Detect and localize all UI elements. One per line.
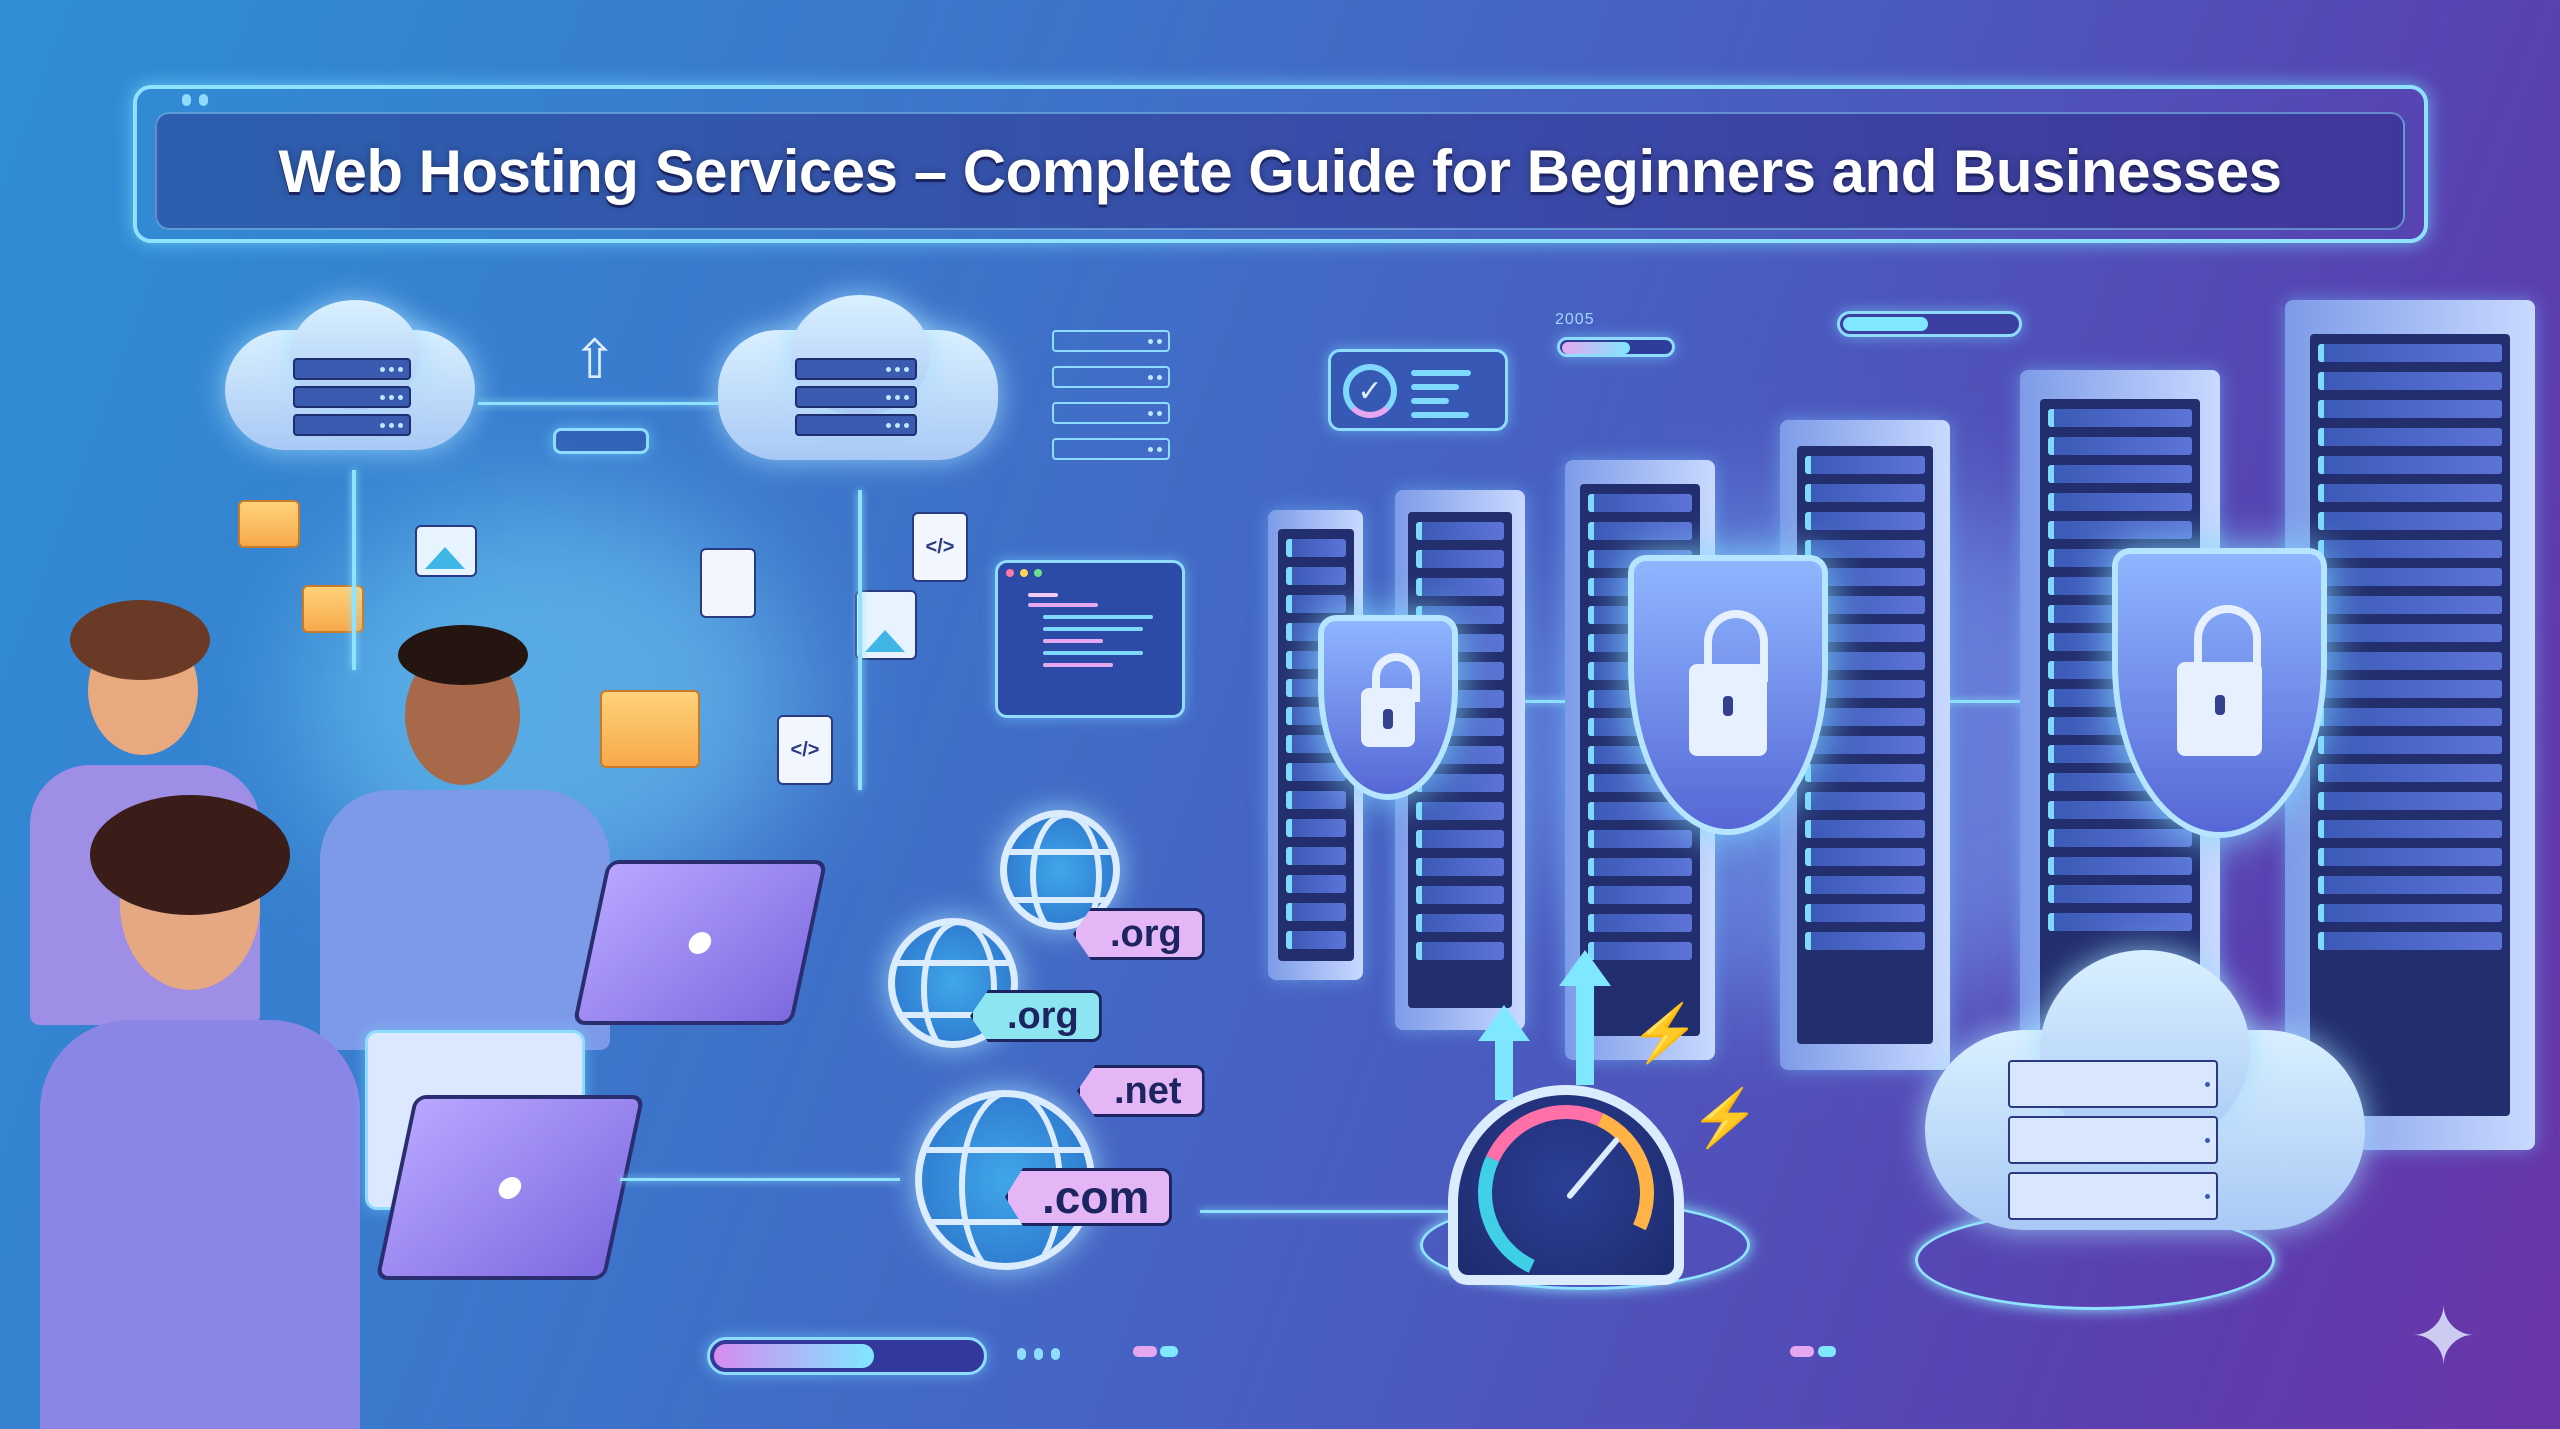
globe-icon <box>1000 810 1120 930</box>
network-line <box>1200 1210 1450 1213</box>
domain-tag-net: .net <box>1077 1065 1205 1117</box>
shield-lock-icon <box>1318 615 1458 800</box>
image-file-icon <box>855 590 917 660</box>
shield-lock-icon <box>2112 548 2327 838</box>
progress-bar <box>1837 311 2022 337</box>
upload-icon: ⇧ <box>572 330 618 390</box>
server-rack <box>2285 300 2535 1150</box>
image-file-icon <box>415 525 477 577</box>
more-dots <box>1017 1348 1060 1360</box>
server-stack-icon <box>795 358 917 436</box>
status-indicator <box>1790 1346 1814 1357</box>
progress-bar <box>1557 337 1675 357</box>
status-check-card: ✓ <box>1328 349 1508 431</box>
page-title: Web Hosting Services – Complete Guide fo… <box>278 137 2282 205</box>
up-arrow-icon <box>1495 1040 1513 1100</box>
network-line <box>620 1178 900 1181</box>
checkmark-icon: ✓ <box>1343 364 1397 418</box>
status-indicator <box>1133 1346 1157 1357</box>
speedometer-gauge <box>1448 1085 1684 1285</box>
status-indicator <box>1818 1346 1836 1357</box>
status-pill <box>553 428 649 454</box>
lock-icon <box>2176 605 2263 757</box>
laptop-icon <box>572 860 828 1025</box>
domain-tag-com: .com <box>1005 1168 1173 1226</box>
document-icon <box>700 548 756 618</box>
progress-bar <box>707 1337 987 1375</box>
server-rack <box>1780 420 1950 1070</box>
domain-tag-org: .org <box>970 990 1102 1042</box>
window-controls <box>1006 569 1042 577</box>
banner-dots-left <box>182 94 208 106</box>
server-stack-icon <box>293 358 411 436</box>
code-file-icon: </> <box>777 715 833 785</box>
lightning-bolt-icon: ⚡ <box>1630 1001 1700 1064</box>
folder-icon <box>238 500 300 548</box>
upload-arrow-stream <box>352 470 356 670</box>
up-arrow-icon <box>1576 985 1594 1085</box>
lock-icon <box>1361 653 1420 748</box>
upload-arrow-stream <box>858 490 862 790</box>
server-list-icon <box>1052 330 1170 460</box>
lock-icon <box>1688 609 1768 756</box>
laptop-icon <box>375 1095 645 1280</box>
code-editor-window <box>995 560 1185 718</box>
sparkle-icon: ✦ <box>2410 1292 2478 1381</box>
up-arrow-icon <box>1559 950 1611 986</box>
code-file-icon: </> <box>912 512 968 582</box>
lightning-bolt-icon: ⚡ <box>1690 1086 1760 1149</box>
status-indicator <box>1160 1346 1178 1357</box>
connector-line <box>478 402 718 405</box>
folder-icon <box>600 690 700 768</box>
title-banner: Web Hosting Services – Complete Guide fo… <box>155 112 2405 230</box>
title-banner-frame <box>133 85 2428 243</box>
up-arrow-icon <box>1478 1005 1530 1041</box>
domain-tag-org: .org <box>1073 908 1205 960</box>
year-label: 2005 <box>1555 311 1595 328</box>
server-stack-icon <box>2008 1060 2218 1220</box>
shield-lock-icon <box>1628 555 1828 835</box>
